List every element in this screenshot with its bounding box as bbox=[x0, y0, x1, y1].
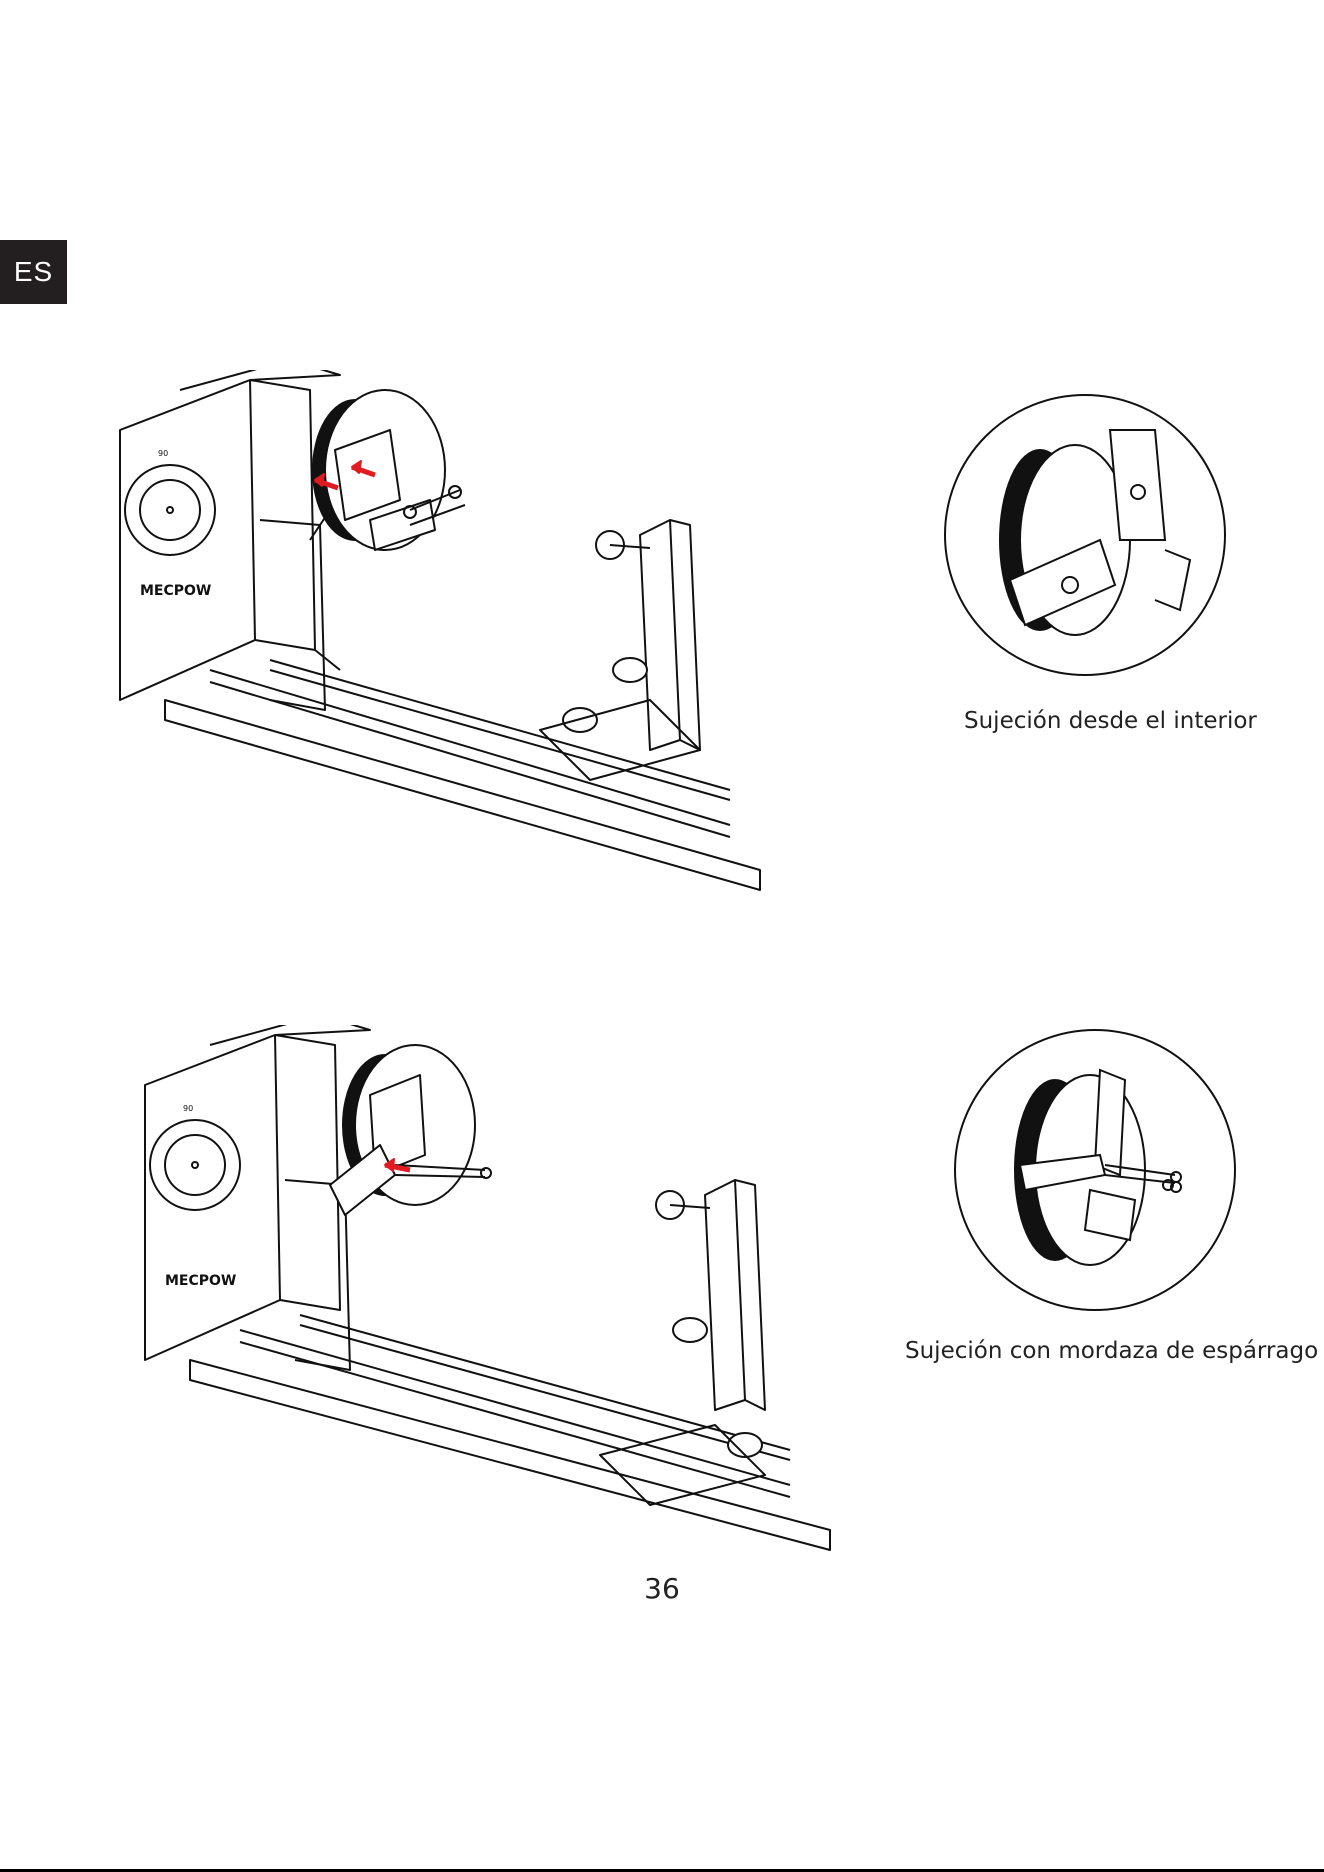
detail-circle-top bbox=[940, 390, 1230, 680]
dial-label-top: 90 bbox=[158, 449, 168, 458]
language-tab: ES bbox=[0, 240, 67, 304]
page-number: 36 bbox=[0, 1572, 1324, 1605]
brand-logo-bottom: MECPOW bbox=[165, 1273, 236, 1289]
caption-bottom: Sujeción con mordaza de espárrago bbox=[905, 1338, 1318, 1364]
brand-logo-top: MECPOW bbox=[140, 583, 211, 599]
rotary-illustration-bottom: MECPOW 90 bbox=[130, 1025, 910, 1565]
caption-top: Sujeción desde el interior bbox=[964, 708, 1257, 734]
detail-circle-bottom bbox=[950, 1025, 1240, 1315]
dial-label-bottom: 90 bbox=[183, 1104, 193, 1113]
rotary-illustration-top: MECPOW 90 bbox=[110, 370, 870, 910]
